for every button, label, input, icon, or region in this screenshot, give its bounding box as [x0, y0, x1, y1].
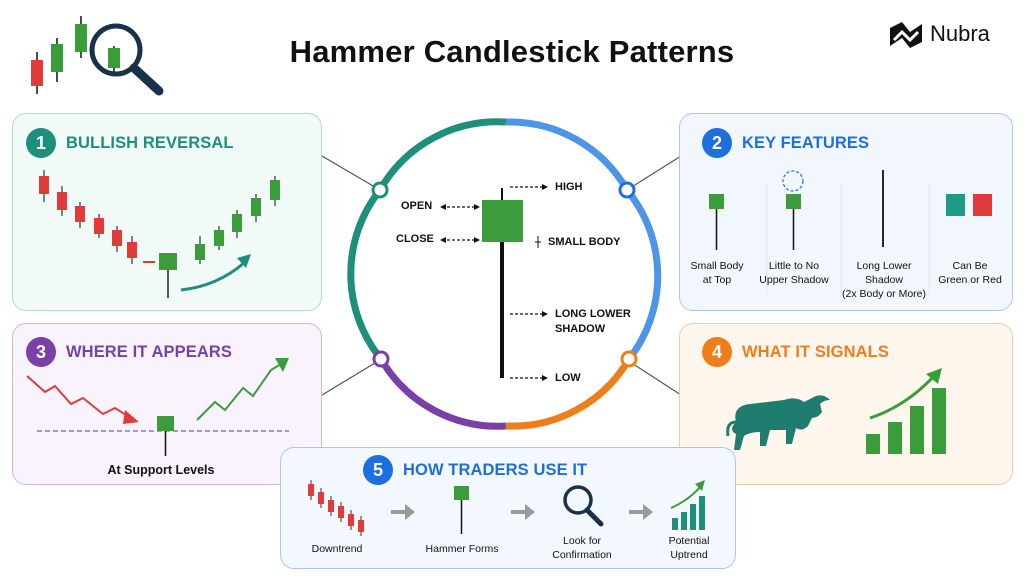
step-label: Hammer Forms [425, 543, 499, 555]
rising-bars-icon [866, 368, 946, 454]
page-title: Hammer Candlestick Patterns [289, 34, 735, 69]
step-number-badge: 4 [702, 337, 732, 367]
hammer-body [482, 200, 523, 242]
step-number-badge: 5 [363, 455, 393, 485]
traders-steps-icons [308, 480, 705, 536]
label-small-body: SMALL BODY [548, 236, 621, 248]
step-number-badge: 3 [26, 337, 56, 367]
panel-1-header: 1 BULLISH REVERSAL [26, 128, 234, 158]
panel-title: WHAT IT SIGNALS [742, 342, 889, 361]
arrow-right-icon [391, 504, 415, 520]
brand: Nubra [888, 20, 990, 48]
panel-title: BULLISH REVERSAL [66, 133, 234, 152]
panel-title: KEY FEATURES [742, 133, 870, 152]
connector-node [618, 181, 636, 199]
panel-5-header: 5 HOW TRADERS USE IT [363, 455, 587, 485]
step-number-badge: 2 [702, 128, 732, 158]
panel-3-header: 3 WHERE IT APPEARS [26, 337, 232, 367]
brand-name: Nubra [930, 21, 990, 46]
step-label: Downtrend [311, 543, 363, 555]
connector-node [371, 181, 389, 199]
panel-title: WHERE IT APPEARS [66, 342, 233, 361]
nubra-logo-icon [890, 22, 922, 48]
label-open: OPEN [401, 200, 433, 212]
arrow-right-icon [629, 504, 653, 520]
magnifier-icon [563, 485, 604, 527]
uptrend-bars-icon [670, 480, 705, 530]
bull-icon [726, 395, 830, 450]
panel-title: HOW TRADERS USE IT [403, 460, 588, 479]
green-body-icon [946, 194, 965, 216]
bullish-reversal-chart-icon [39, 170, 280, 298]
step-number-badge: 1 [26, 128, 56, 158]
connector-node [620, 350, 638, 368]
label-low: LOW [555, 372, 581, 384]
support-level-chart-icon [26, 358, 289, 456]
panel-4-header: 4 WHAT IT SIGNALS [702, 337, 889, 367]
key-features-icons [709, 170, 992, 294]
label-close: CLOSE [396, 233, 434, 245]
connector-node [372, 350, 390, 368]
panel-bullish-reversal: 1 BULLISH REVERSAL [12, 113, 322, 311]
small-body-icon [709, 194, 724, 250]
upper-shadow-icon [782, 170, 804, 250]
downtrend-candles-icon [308, 480, 364, 536]
label-high: HIGH [555, 181, 583, 193]
hammer-candle-icon [454, 486, 469, 534]
support-caption: At Support Levels [107, 463, 215, 477]
panel-where-it-appears: 3 WHERE IT APPEARS At Support Levels [12, 323, 322, 485]
panel-how-traders-use-it: 5 HOW TRADERS USE IT Downtrend [280, 447, 736, 569]
red-body-icon [973, 194, 992, 216]
panel-2-header: 2 KEY FEATURES [702, 128, 869, 158]
candlestick-magnifier-logo-icon [31, 16, 164, 96]
arrow-right-icon [511, 504, 535, 520]
